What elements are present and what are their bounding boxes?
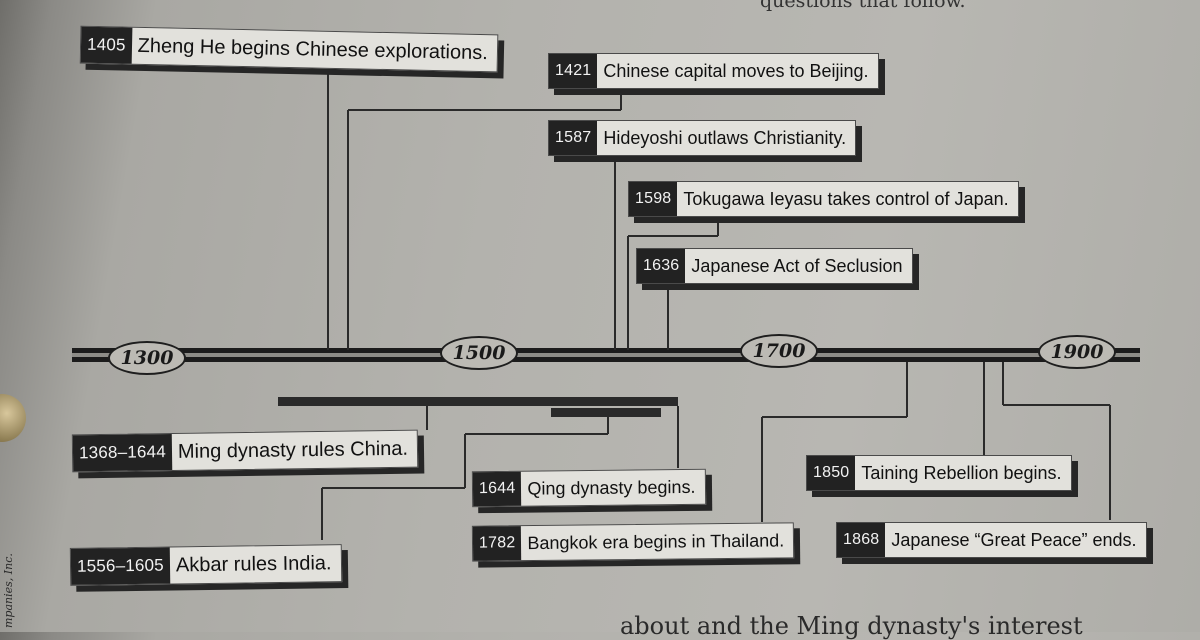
event-year: 1598	[629, 182, 678, 216]
event-text: Taining Rebellion begins.	[861, 462, 1062, 483]
event-year: 1556–1605	[70, 547, 171, 585]
event-text: Zheng He begins Chinese explorations.	[137, 34, 489, 64]
event-year: 1405	[80, 26, 133, 64]
timeline-rail-gap	[72, 353, 1140, 357]
connector-lines	[321, 72, 1111, 540]
cut-off-text-top: questions that follow.	[760, 0, 966, 12]
event-box-bangkok-era: 1782 Bangkok era begins in Thailand.	[471, 522, 795, 562]
event-year: 1421	[549, 54, 598, 88]
event-box-seclusion: 1636 Japanese Act of Seclusion	[636, 248, 913, 284]
event-box-hideyoshi: 1587 Hideyoshi outlaws Christianity.	[548, 120, 857, 156]
event-text: Japanese “Great Peace” ends.	[891, 529, 1137, 550]
event-box-capital-beijing: 1421 Chinese capital moves to Beijing.	[548, 53, 879, 89]
event-box-great-peace-ends: 1868 Japanese “Great Peace” ends.	[836, 522, 1147, 558]
event-text: Akbar rules India.	[175, 551, 332, 576]
event-text: Tokugawa Ieyasu takes control of Japan.	[683, 188, 1009, 209]
event-year: 1636	[637, 249, 686, 283]
event-text: Japanese Act of Seclusion	[691, 255, 903, 276]
cut-off-text-bottom: about and the Ming dynasty's interest	[620, 612, 1083, 640]
event-text: Qing dynasty begins.	[527, 476, 696, 499]
ming-dynasty-duration-bar	[278, 397, 678, 406]
event-box-tokugawa: 1598 Tokugawa Ieyasu takes control of Ja…	[628, 181, 1019, 217]
event-box-akbar: 1556–1605 Akbar rules India.	[69, 544, 342, 586]
timeline-axis	[72, 348, 1140, 362]
timeline-rail-bottom	[72, 357, 1140, 362]
era-label-1300: 1300	[108, 341, 186, 375]
era-label-1900: 1900	[1038, 335, 1116, 369]
event-text: Ming dynasty rules China.	[177, 437, 409, 463]
event-year: 1587	[549, 121, 598, 155]
timeline-rail-top	[72, 348, 1140, 353]
event-year: 1644	[472, 471, 522, 507]
event-box-ming-dynasty: 1368–1644 Ming dynasty rules China.	[71, 429, 419, 473]
event-box-taining-rebellion: 1850 Taining Rebellion begins.	[806, 455, 1072, 491]
event-year: 1850	[807, 456, 856, 490]
akbar-duration-bar	[551, 408, 661, 417]
era-label-1500: 1500	[440, 336, 518, 370]
event-text: Hideyoshi outlaws Christianity.	[603, 127, 847, 148]
event-year: 1868	[837, 523, 886, 557]
era-label-1700: 1700	[740, 334, 818, 368]
event-text: Bangkok era begins in Thailand.	[527, 529, 785, 553]
event-year: 1782	[472, 526, 522, 561]
event-box-qing-dynasty: 1644 Qing dynasty begins.	[471, 468, 706, 508]
event-year: 1368–1644	[72, 434, 173, 472]
event-text: Chinese capital moves to Beijing.	[603, 60, 869, 81]
